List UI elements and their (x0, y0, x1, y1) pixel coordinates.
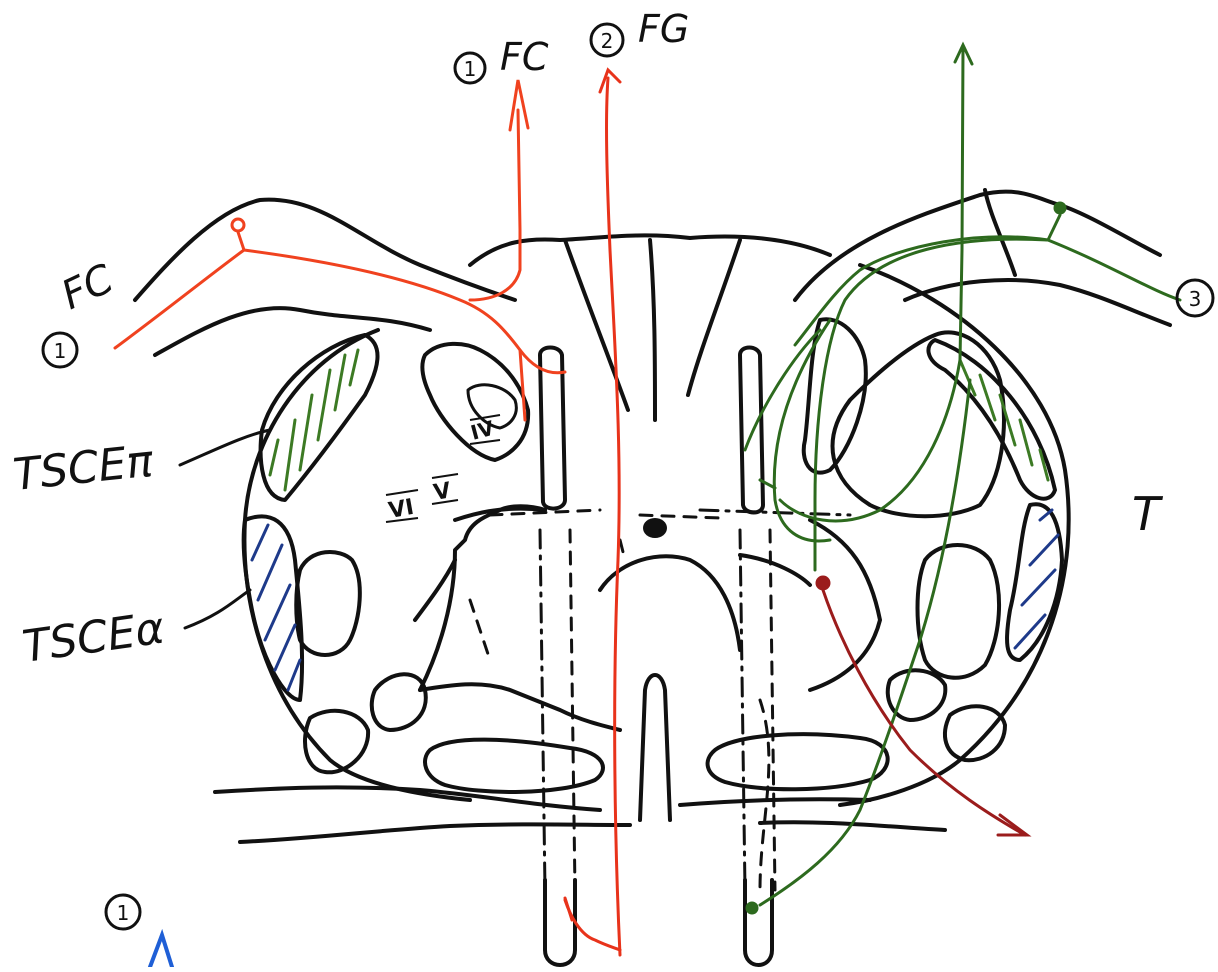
circled-1-bottom: 1 (117, 901, 130, 925)
fc-top-label: FC (500, 35, 549, 79)
central-canal-dot (643, 518, 667, 538)
circled-3-right: 3 (1189, 287, 1202, 311)
dark-red-pathway (817, 577, 1027, 835)
fg-top-label: FG (638, 7, 689, 51)
dorsal-root-right (795, 190, 1170, 325)
circled-2-top: 2 (601, 29, 614, 53)
tsce-pi-label: TSCEπ (11, 435, 157, 500)
green-pathways (745, 45, 1180, 913)
green-ganglion-cell (1055, 203, 1065, 213)
dark-red-cell (817, 577, 829, 589)
ventral-roots (215, 787, 945, 842)
tsce-alpha-label: TSCEα (19, 603, 167, 673)
grey-matter-left (296, 344, 620, 792)
hatch-right (928, 340, 1062, 660)
labels: 1 FC 2 FG 1 FC TSCEπ TSCEα IV VI V 3 T 1 (11, 7, 1213, 929)
circled-1-top: 1 (464, 57, 477, 81)
dashed-tracts (470, 510, 850, 890)
central-canal (600, 518, 740, 820)
orange-ganglion-cell (232, 219, 244, 231)
dorsal-root-left (135, 200, 515, 355)
grey-matter-right (708, 319, 1005, 789)
fc-left-label: FC (55, 256, 121, 319)
t-label: T (1132, 487, 1164, 541)
green-end-cell (747, 903, 757, 913)
hatch-tsce-alpha-left (244, 516, 302, 700)
circled-1-left: 1 (54, 339, 67, 363)
bottom-columns (545, 880, 772, 965)
blue-arrow (150, 935, 172, 967)
